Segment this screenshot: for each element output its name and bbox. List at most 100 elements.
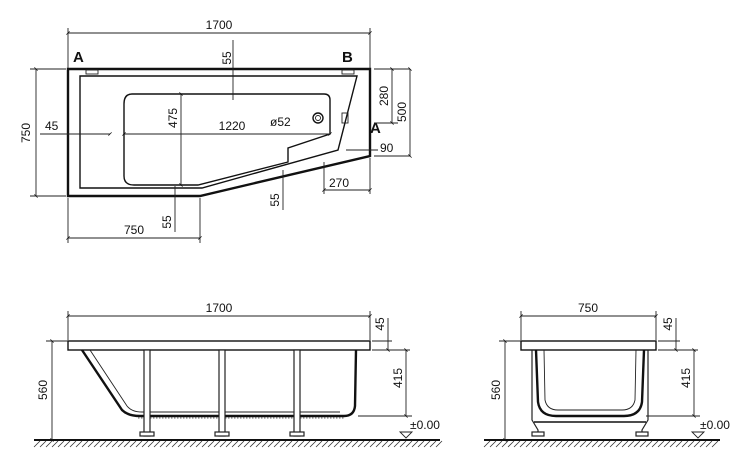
ground-hatch-line: [351, 440, 359, 448]
ground-hatch-line: [405, 440, 413, 448]
dim-top-length: 1700: [206, 18, 233, 32]
ground-hatch-line: [291, 440, 299, 448]
ground-hatch-line: [483, 440, 491, 448]
ground-hatch-line: [615, 440, 623, 448]
dim-front-length: 1700: [206, 301, 233, 315]
side-view-rim: [520, 340, 657, 351]
ground-hatch-line: [327, 440, 335, 448]
ground-hatch-line: [207, 440, 215, 448]
ground-hatch-line: [387, 440, 395, 448]
ground-hatch-line: [435, 440, 443, 448]
ground-hatch-line: [243, 440, 251, 448]
ground-hatch-line: [363, 440, 371, 448]
ground-hatch-line: [633, 440, 641, 448]
ground-hatch-line: [51, 440, 59, 448]
front-view: 1700 45 415 560 ±0.00: [33, 301, 443, 448]
ground-hatch-line: [45, 440, 53, 448]
ground-hatch-line: [393, 440, 401, 448]
ground-hatch-line: [501, 440, 509, 448]
ground-hatch-line: [135, 440, 143, 448]
ground-hatch-line: [309, 440, 317, 448]
front-floor-level-marker: [398, 431, 414, 439]
ground-hatch-line: [279, 440, 287, 448]
ground-hatch-line: [117, 440, 125, 448]
ground-hatch-line: [99, 440, 107, 448]
section-mark-a-right: A: [370, 120, 381, 137]
ground-hatch-line: [225, 440, 233, 448]
ground-hatch-line: [123, 440, 131, 448]
ground-hatch-line: [129, 440, 137, 448]
ground-hatch-line: [429, 440, 437, 448]
ground-hatch-line: [585, 440, 593, 448]
ground-hatch-line: [621, 440, 629, 448]
ground-hatch-line: [195, 440, 203, 448]
top-view-rim-outline: [79, 75, 358, 189]
ground-hatch-line: [141, 440, 149, 448]
ground-hatch-line: [87, 440, 95, 448]
ground-hatch-line: [375, 440, 383, 448]
dim-rim-top: 55: [220, 51, 234, 65]
front-view-rim: [67, 340, 371, 351]
ground-hatch-line: [663, 440, 671, 448]
ground-hatch-line: [399, 440, 407, 448]
ground-hatch-line: [669, 440, 677, 448]
ground-hatch-line: [645, 440, 653, 448]
dim-depth-right: 280: [377, 86, 391, 106]
dim-side-total-height: 560: [489, 380, 503, 400]
dim-short-side: 500: [395, 102, 409, 122]
ground-hatch-line: [273, 440, 281, 448]
side-floor-level: ±0.00: [700, 418, 730, 432]
ground-hatch-line: [177, 440, 185, 448]
dim-rim-left: 45: [45, 119, 59, 133]
ground-hatch-line: [63, 440, 71, 448]
section-mark-b: B: [342, 49, 353, 66]
ground-hatch-line: [171, 440, 179, 448]
ground-hatch-line: [675, 440, 683, 448]
ground-hatch-line: [531, 440, 539, 448]
side-view-frame: [531, 350, 649, 436]
ground-hatch-line: [153, 440, 161, 448]
ground-hatch-line: [189, 440, 197, 448]
dim-rim-bottom-right: 55: [268, 193, 282, 207]
ground-hatch-line: [681, 440, 689, 448]
overflow-icon: [341, 112, 349, 124]
ground-hatch-line: [255, 440, 263, 448]
ground-hatch-line: [345, 440, 353, 448]
ground-hatch-line: [699, 440, 707, 448]
ground-hatch-line: [111, 440, 119, 448]
ground-hatch-line: [537, 440, 545, 448]
ground-hatch-line: [303, 440, 311, 448]
ground-hatch-line: [159, 440, 167, 448]
dim-side-rim: 45: [661, 317, 675, 331]
top-view: 1700 A B A 55 750 45 475 1220 ø52 280 50…: [19, 18, 412, 243]
ground-hatch-line: [693, 440, 701, 448]
ground-hatch-line: [333, 440, 341, 448]
ground-hatch-line: [423, 440, 431, 448]
ground-hatch-line: [201, 440, 209, 448]
section-mark-a-left: A: [73, 49, 84, 66]
ground-hatch-line: [237, 440, 245, 448]
ground-hatch-line: [321, 440, 329, 448]
ground-hatch-line: [75, 440, 83, 448]
ground-hatch-line: [603, 440, 611, 448]
ground-hatch-line: [489, 440, 497, 448]
ground-hatch-line: [495, 440, 503, 448]
side-view-tub-body: [534, 349, 646, 418]
dim-front-tub-height: 415: [391, 368, 405, 388]
ground-hatch-line: [261, 440, 269, 448]
ground-hatch-line: [231, 440, 239, 448]
ground-hatch-line: [357, 440, 365, 448]
ground-hatch-line: [657, 440, 665, 448]
ground-hatch-line: [147, 440, 155, 448]
ground-hatch-line: [285, 440, 293, 448]
ground-hatch-line: [513, 440, 521, 448]
dim-side-tub-height: 415: [679, 368, 693, 388]
ground-hatch-line: [687, 440, 695, 448]
ground-hatch-line: [573, 440, 581, 448]
ground-hatch-line: [567, 440, 575, 448]
ground-hatch-line: [591, 440, 599, 448]
ground-hatch-line: [711, 440, 719, 448]
dim-rim-bottom-left: 55: [160, 215, 174, 229]
ground-hatch-line: [297, 440, 305, 448]
dim-inner-width: 475: [166, 108, 180, 128]
